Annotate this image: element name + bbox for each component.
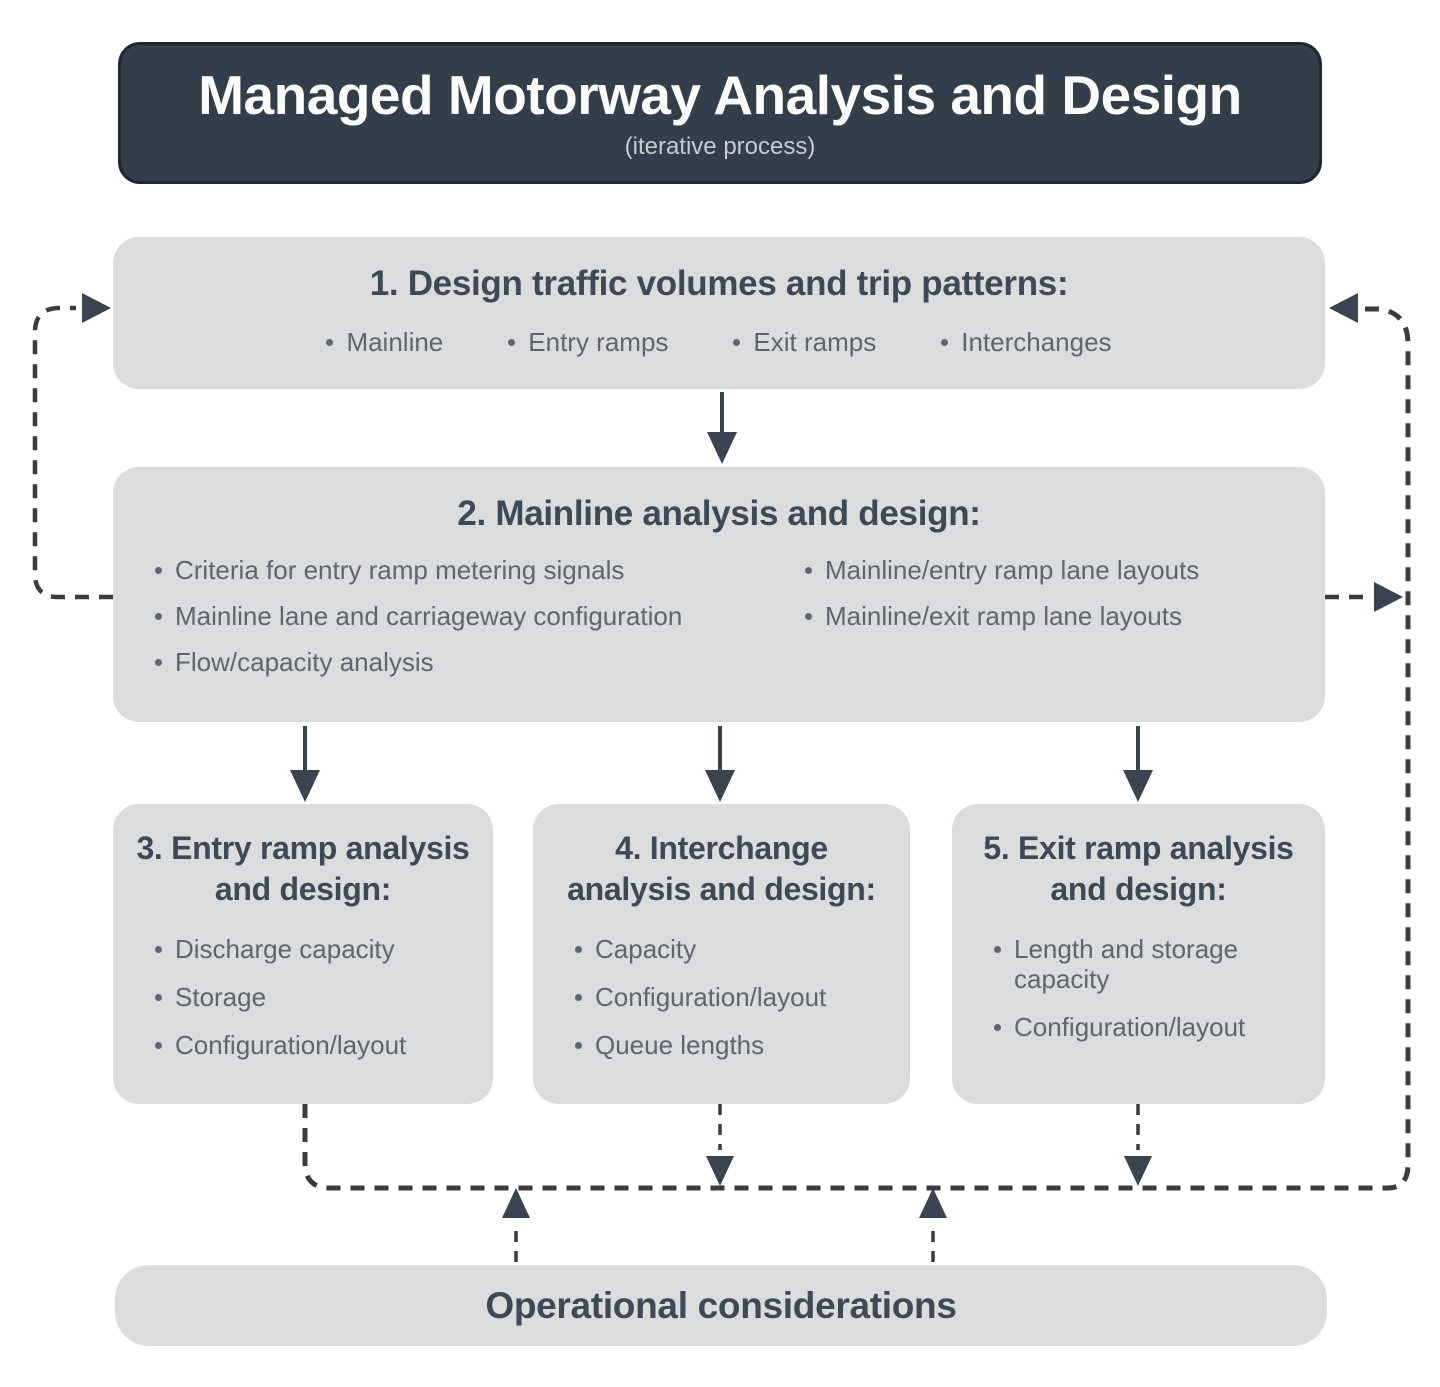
drop-step4-to-bus [706,1104,734,1186]
step4-heading: 4. Interchange analysis and design: [567,830,876,907]
bullet-dot-icon [575,1042,582,1049]
bullet-dot-icon [994,946,1001,953]
step2-right-list: Mainline/entry ramp lane layouts Mainlin… [805,555,1325,693]
bullet-label: Mainline [346,327,444,357]
drop-step5-to-bus [1124,1104,1152,1186]
diagram-subtitle: (iterative process) [624,132,816,160]
list-item: Mainline/exit ramp lane layouts [805,601,1325,631]
operational-considerations-box: Operational considerations [115,1265,1327,1346]
list-item: Flow/capacity analysis [155,647,805,677]
bullet-label: Configuration/layout [1014,1012,1246,1042]
step2-bullet-columns: Criteria for entry ramp metering signals… [113,555,1325,693]
bullet-dot-icon [805,613,812,620]
step1-heading: 1. Design traffic volumes and trip patte… [369,264,1069,303]
diagram-title: Managed Motorway Analysis and Design [198,64,1242,127]
bullet-label: Storage [175,982,267,1012]
bullet-dot-icon [733,339,741,346]
step1-box: 1. Design traffic volumes and trip patte… [113,237,1325,389]
arrow-right-icon [82,293,111,323]
list-item: Mainline lane and carriageway configurat… [155,601,805,631]
bullet-dot-icon [155,613,162,620]
bullet-label: Criteria for entry ramp metering signals [175,555,625,585]
step1-bullet-list: Mainline Entry ramps Exit ramps Intercha… [113,327,1325,357]
bullet-dot-icon [575,994,582,1001]
list-item: Entry ramps [508,327,668,357]
bullet-label: Configuration/layout [595,982,827,1012]
arrow-down-icon [706,1156,734,1186]
bullet-label: Mainline/exit ramp lane layouts [825,601,1182,631]
list-item: Mainline [326,327,443,357]
list-item: Interchanges [941,327,1112,357]
bullet-label: Interchanges [961,327,1112,357]
dashed-line [32,305,113,600]
operational-up-arrow-2 [919,1188,947,1262]
bullet-dot-icon [508,339,516,346]
diagram-title-box: Managed Motorway Analysis and Design (it… [118,42,1322,184]
bullet-label: Length and storage capacity [1014,934,1239,994]
list-item: Length and storage capacity [994,934,1309,994]
feedback-step2-right [1325,582,1403,612]
arrow-step2-to-step3 [290,726,320,802]
arrow-step2-to-step4 [705,726,735,802]
step2-left-list: Criteria for entry ramp metering signals… [155,555,805,693]
step3-bullet-list: Discharge capacity Storage Configuration… [129,934,477,1060]
bullet-label: Capacity [595,934,697,964]
step5-box: 5. Exit ramp analysis and design: Length… [952,804,1325,1104]
list-item: Discharge capacity [155,934,477,964]
bullet-label: Queue lengths [595,1030,765,1060]
step4-box: 4. Interchange analysis and design: Capa… [533,804,910,1104]
arrow-down-icon [1124,1156,1152,1186]
bullet-dot-icon [575,946,582,953]
step3-box: 3. Entry ramp analysis and design: Disch… [113,804,493,1104]
bullet-dot-icon [326,339,334,346]
step2-heading: 2. Mainline analysis and design: [457,494,981,533]
bullet-dot-icon [805,567,812,574]
list-item: Queue lengths [575,1030,894,1060]
arrow-down-icon [705,770,735,802]
step5-bullet-list: Length and storage capacity Configuratio… [968,934,1309,1042]
arrow-up-icon [502,1188,530,1218]
bullet-dot-icon [155,659,162,666]
bullet-dot-icon [155,567,162,574]
step5-heading: 5. Exit ramp analysis and design: [983,830,1294,907]
bullet-dot-icon [994,1024,1001,1031]
bullet-label: Entry ramps [528,327,669,357]
list-item: Criteria for entry ramp metering signals [155,555,805,585]
list-item: Exit ramps [733,327,876,357]
arrow-left-icon [1329,293,1358,323]
bullet-label: Configuration/layout [175,1030,407,1060]
bullet-dot-icon [941,339,949,346]
arrow-down-icon [290,770,320,802]
bullet-label: Discharge capacity [175,934,395,964]
list-item: Configuration/layout [994,1012,1309,1042]
step3-heading: 3. Entry ramp analysis and design: [136,830,470,907]
arrow-step1-to-step2 [707,392,737,464]
bullet-label: Exit ramps [753,327,877,357]
bullet-label: Mainline/entry ramp lane layouts [825,555,1200,585]
step2-box: 2. Mainline analysis and design: Criteri… [113,467,1325,722]
bullet-dot-icon [155,994,162,1001]
arrow-up-icon [919,1188,947,1218]
list-item: Capacity [575,934,894,964]
list-item: Configuration/layout [575,982,894,1012]
bullet-dot-icon [155,1042,162,1049]
feedback-left-loop [32,293,113,600]
step4-bullet-list: Capacity Configuration/layout Queue leng… [549,934,894,1060]
arrow-down-icon [1123,770,1153,802]
arrow-right-icon [1374,582,1403,612]
bullet-label: Mainline lane and carriageway configurat… [175,601,683,631]
bullet-dot-icon [155,946,162,953]
bullet-label: Flow/capacity analysis [175,647,434,677]
arrow-step2-to-step5 [1123,726,1153,802]
arrow-down-icon [707,432,737,464]
list-item: Configuration/layout [155,1030,477,1060]
list-item: Mainline/entry ramp lane layouts [805,555,1325,585]
operational-considerations-label: Operational considerations [485,1284,957,1326]
list-item: Storage [155,982,477,1012]
operational-up-arrow-1 [502,1188,530,1262]
